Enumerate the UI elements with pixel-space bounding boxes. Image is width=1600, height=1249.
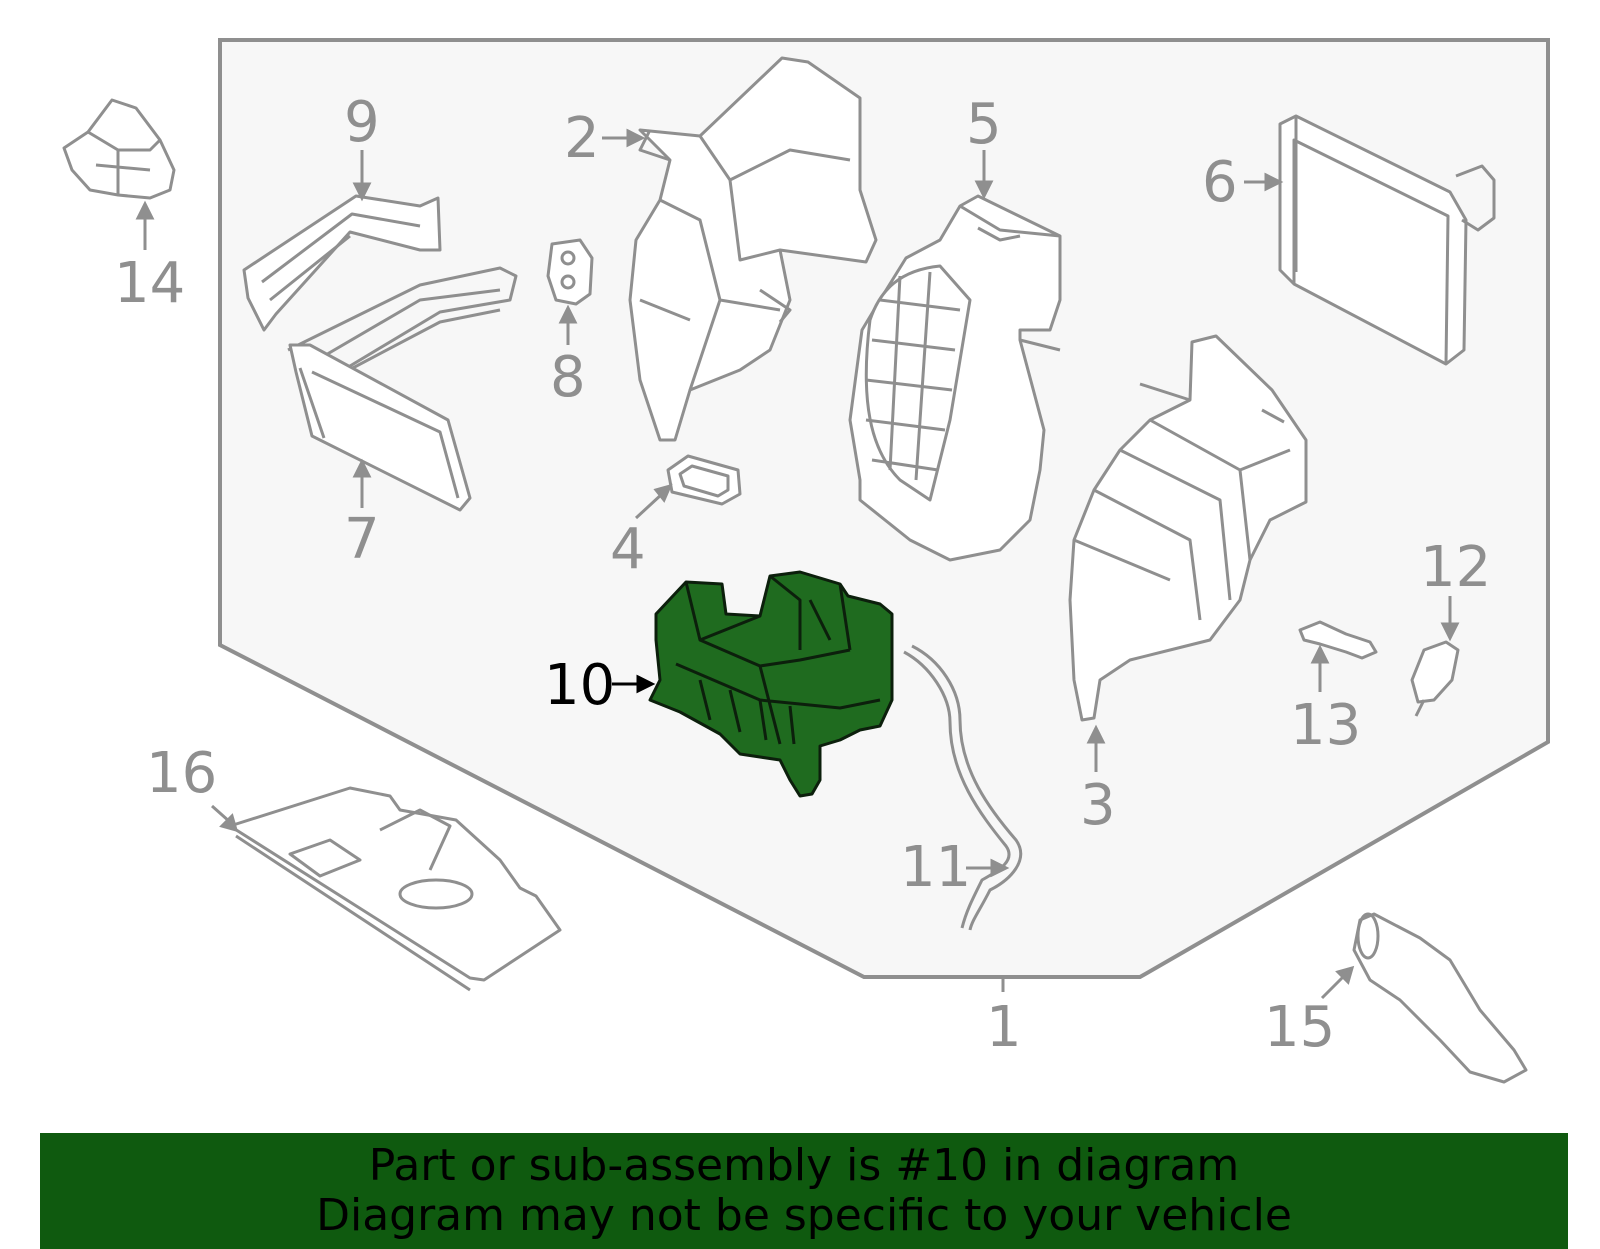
callout-1: 1 bbox=[986, 995, 1022, 1060]
callout-14-arrowhead bbox=[135, 200, 155, 220]
callout-7: 7 bbox=[344, 507, 380, 572]
part-15-shape bbox=[1352, 912, 1528, 1084]
callout-16: 16 bbox=[146, 741, 218, 806]
callout-13-arrowhead bbox=[1310, 644, 1330, 664]
callout-13: 13 bbox=[1290, 693, 1362, 758]
callout-11-arrowhead bbox=[990, 858, 1010, 878]
callout-10-arrowhead bbox=[636, 674, 656, 694]
part-8-shape bbox=[546, 238, 594, 306]
part-10-highlighted bbox=[648, 570, 894, 798]
callout-9: 9 bbox=[344, 90, 380, 155]
part-3-shape bbox=[1068, 334, 1308, 722]
callout-8: 8 bbox=[550, 345, 586, 410]
callout-8-arrowhead bbox=[558, 304, 578, 324]
callout-12: 12 bbox=[1420, 535, 1492, 600]
callout-14: 14 bbox=[114, 251, 186, 316]
callout-15-leader bbox=[1320, 974, 1346, 1000]
callout-5: 5 bbox=[966, 92, 1002, 157]
callout-2-arrowhead bbox=[626, 128, 646, 148]
notice-banner: Part or sub-assembly is #10 in diagram D… bbox=[40, 1133, 1568, 1249]
part-2-shape bbox=[628, 56, 878, 442]
banner-line-2: Diagram may not be specific to your vehi… bbox=[316, 1190, 1292, 1241]
callout-4: 4 bbox=[610, 517, 646, 582]
callout-4-leader bbox=[634, 492, 664, 520]
part-7-shape bbox=[287, 266, 518, 512]
callout-15-arrowhead bbox=[1335, 965, 1355, 985]
part-16-shape bbox=[228, 786, 562, 992]
parts-diagram bbox=[62, 38, 1550, 1084]
part-11-shape bbox=[903, 644, 1023, 931]
part-12-shape bbox=[1410, 640, 1460, 717]
callout-3-arrowhead bbox=[1086, 724, 1106, 744]
part-9-shape bbox=[242, 194, 442, 332]
part-6-shape bbox=[1278, 114, 1496, 366]
part-4-shape bbox=[666, 454, 742, 506]
callout-10: 10 bbox=[544, 653, 616, 718]
callout-11: 11 bbox=[900, 835, 972, 900]
part-13-shape bbox=[1298, 620, 1378, 660]
callout-6-arrowhead bbox=[1264, 172, 1284, 192]
callout-6: 6 bbox=[1202, 150, 1238, 215]
callout-12-arrowhead bbox=[1440, 622, 1460, 642]
callout-2: 2 bbox=[564, 106, 600, 171]
part-14-shape bbox=[62, 98, 176, 200]
callout-4-arrowhead bbox=[653, 483, 673, 503]
part-5-shape bbox=[848, 194, 1062, 562]
banner-line-1: Part or sub-assembly is #10 in diagram bbox=[368, 1140, 1240, 1191]
callout-7-arrowhead bbox=[352, 458, 372, 478]
callout-16-arrowhead bbox=[219, 813, 239, 833]
callout-3: 3 bbox=[1080, 773, 1116, 838]
callout-5-arrowhead bbox=[974, 180, 994, 200]
callout-15: 15 bbox=[1264, 995, 1336, 1060]
callout-9-arrowhead bbox=[352, 182, 372, 202]
